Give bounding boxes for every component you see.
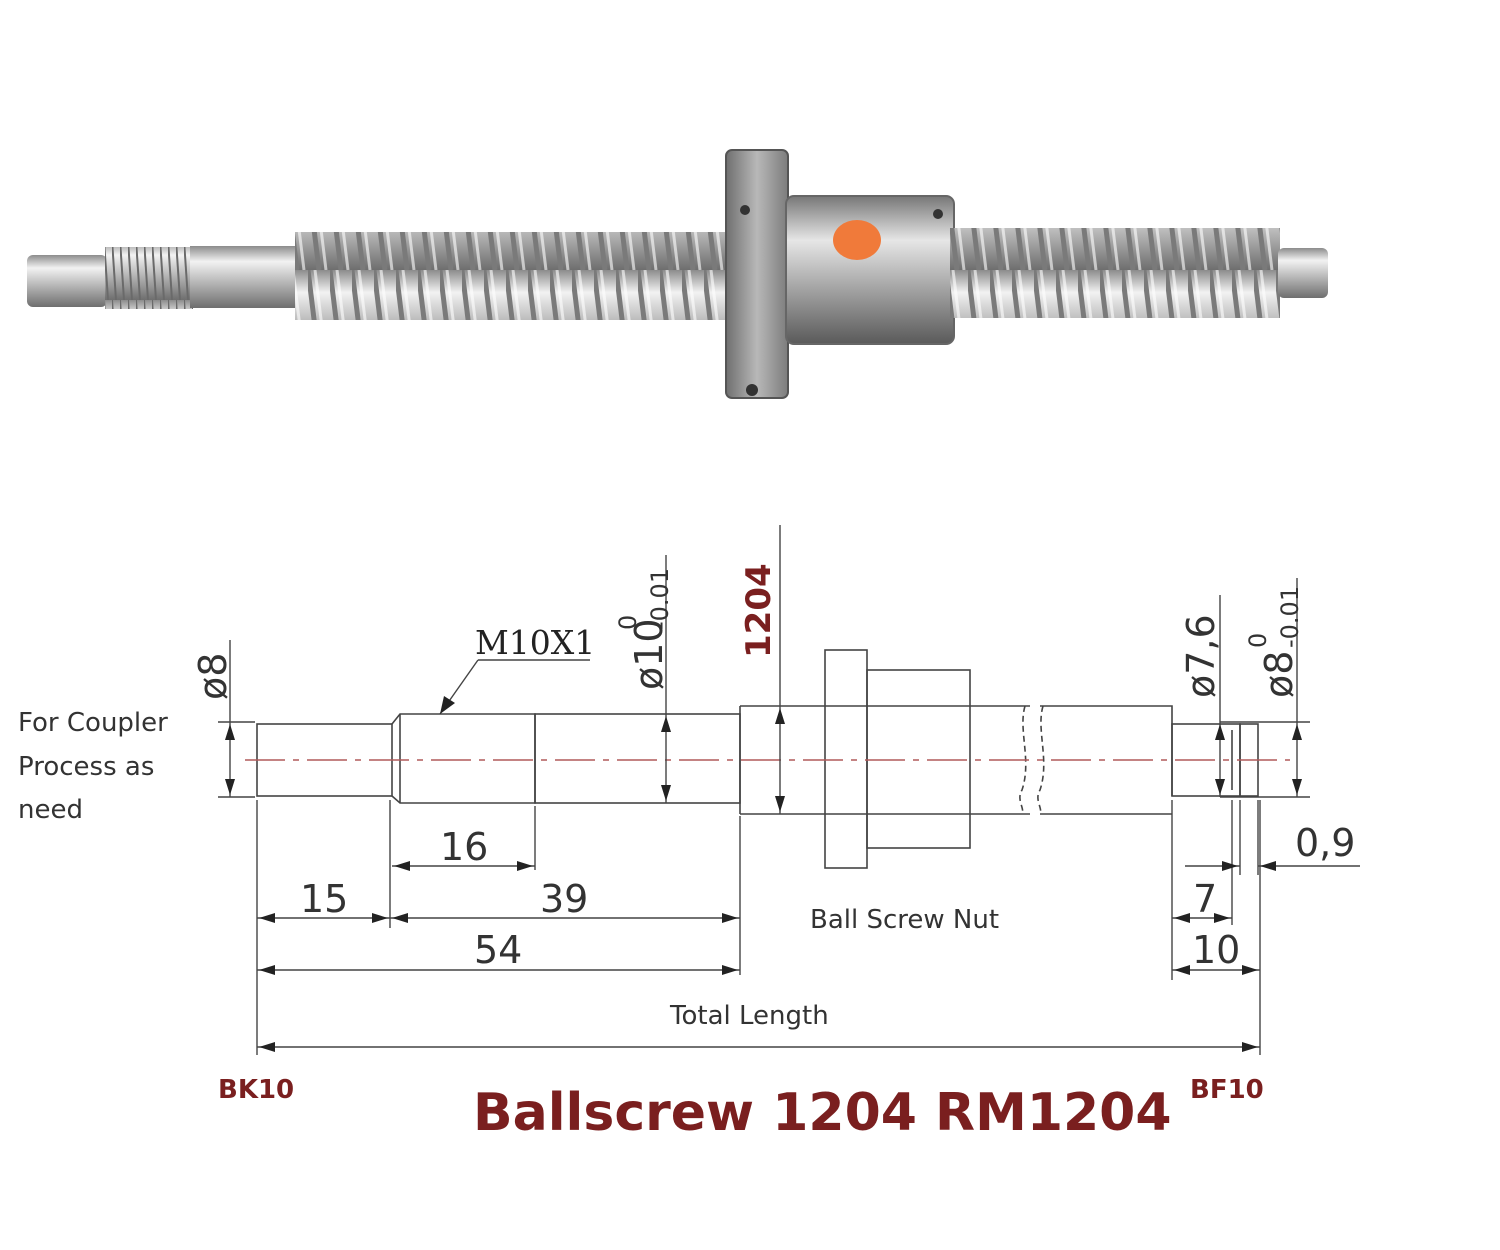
dim-dia-10: ø10 [627, 618, 671, 690]
right-support-label: BF10 [1190, 1075, 1264, 1105]
dim-dia-10-tol-upper: 0 [614, 615, 642, 630]
main-shaft-outline [739, 705, 1030, 815]
dim-dia-8-right-tol-upper: 0 [1244, 633, 1272, 648]
nut-flange-outline [824, 649, 868, 869]
coupler-note-line-3: need [18, 795, 83, 825]
dim-0-9: 0,9 [1295, 821, 1355, 865]
nut-label: Ball Screw Nut [810, 905, 999, 935]
dim-39: 39 [540, 877, 588, 921]
dim-16: 16 [440, 825, 488, 869]
dim-7: 7 [1193, 877, 1217, 921]
coupler-note-line-2: Process as [18, 752, 154, 782]
coupler-note-line-1: For Coupler [18, 708, 168, 738]
dim-dia-8-right-tol-lower: -0.01 [1276, 586, 1304, 648]
dim-10: 10 [1192, 928, 1240, 972]
left-support-label: BK10 [218, 1075, 294, 1105]
dim-dia-8-right: ø8 [1257, 651, 1301, 698]
dim-dia-7-6: ø7,6 [1179, 614, 1223, 698]
thread-label: M10X1 [475, 623, 595, 662]
dim-15: 15 [300, 877, 348, 921]
dim-dia-8-left: ø8 [191, 653, 235, 700]
nut-body-outline [866, 669, 971, 849]
ballscrew-photo [27, 149, 1328, 399]
product-title: Ballscrew 1204 RM1204 [473, 1083, 1172, 1143]
screw-size-label: 1204 [739, 563, 779, 658]
shaft-section-10 [534, 713, 741, 804]
dim-54: 54 [474, 928, 522, 972]
thread-section-outline [391, 713, 536, 804]
total-length-label: Total Length [669, 1001, 829, 1031]
dim-dia-10-tol-lower: -0.01 [646, 568, 674, 630]
